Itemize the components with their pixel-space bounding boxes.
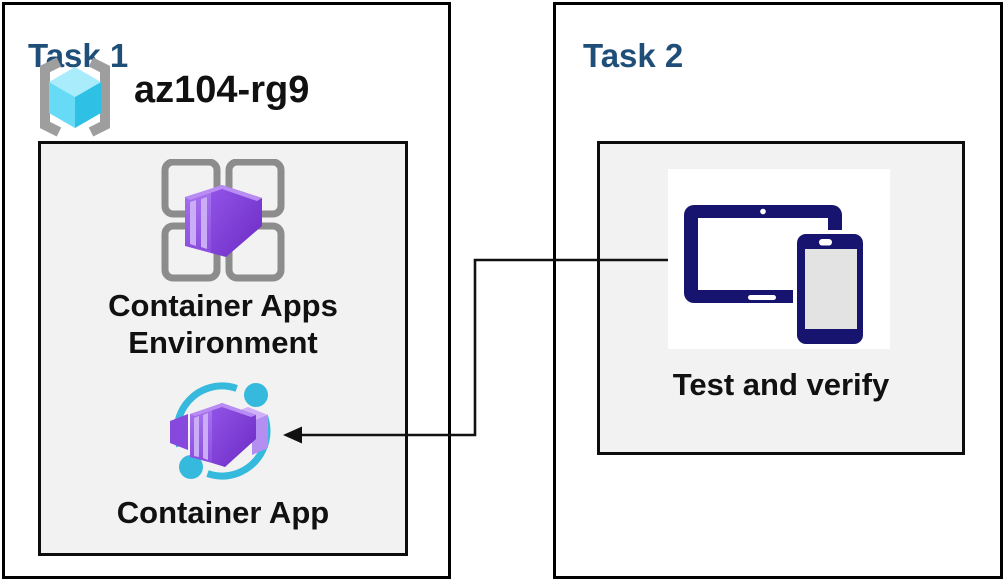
container-app-label: Container App <box>116 495 330 530</box>
device-icon-plate <box>668 169 890 349</box>
task2-title: Task 2 <box>583 37 684 75</box>
test-and-verify-label: Test and verify <box>672 367 890 402</box>
resource-group-name: az104-rg9 <box>134 69 310 111</box>
tablet-and-phone-icon <box>684 205 867 348</box>
container-apps-environment-icon <box>161 159 285 282</box>
resource-group-icon <box>40 57 110 137</box>
container-apps-environment-label: Container Apps Environment <box>108 288 338 360</box>
container-app-icon <box>170 382 271 480</box>
